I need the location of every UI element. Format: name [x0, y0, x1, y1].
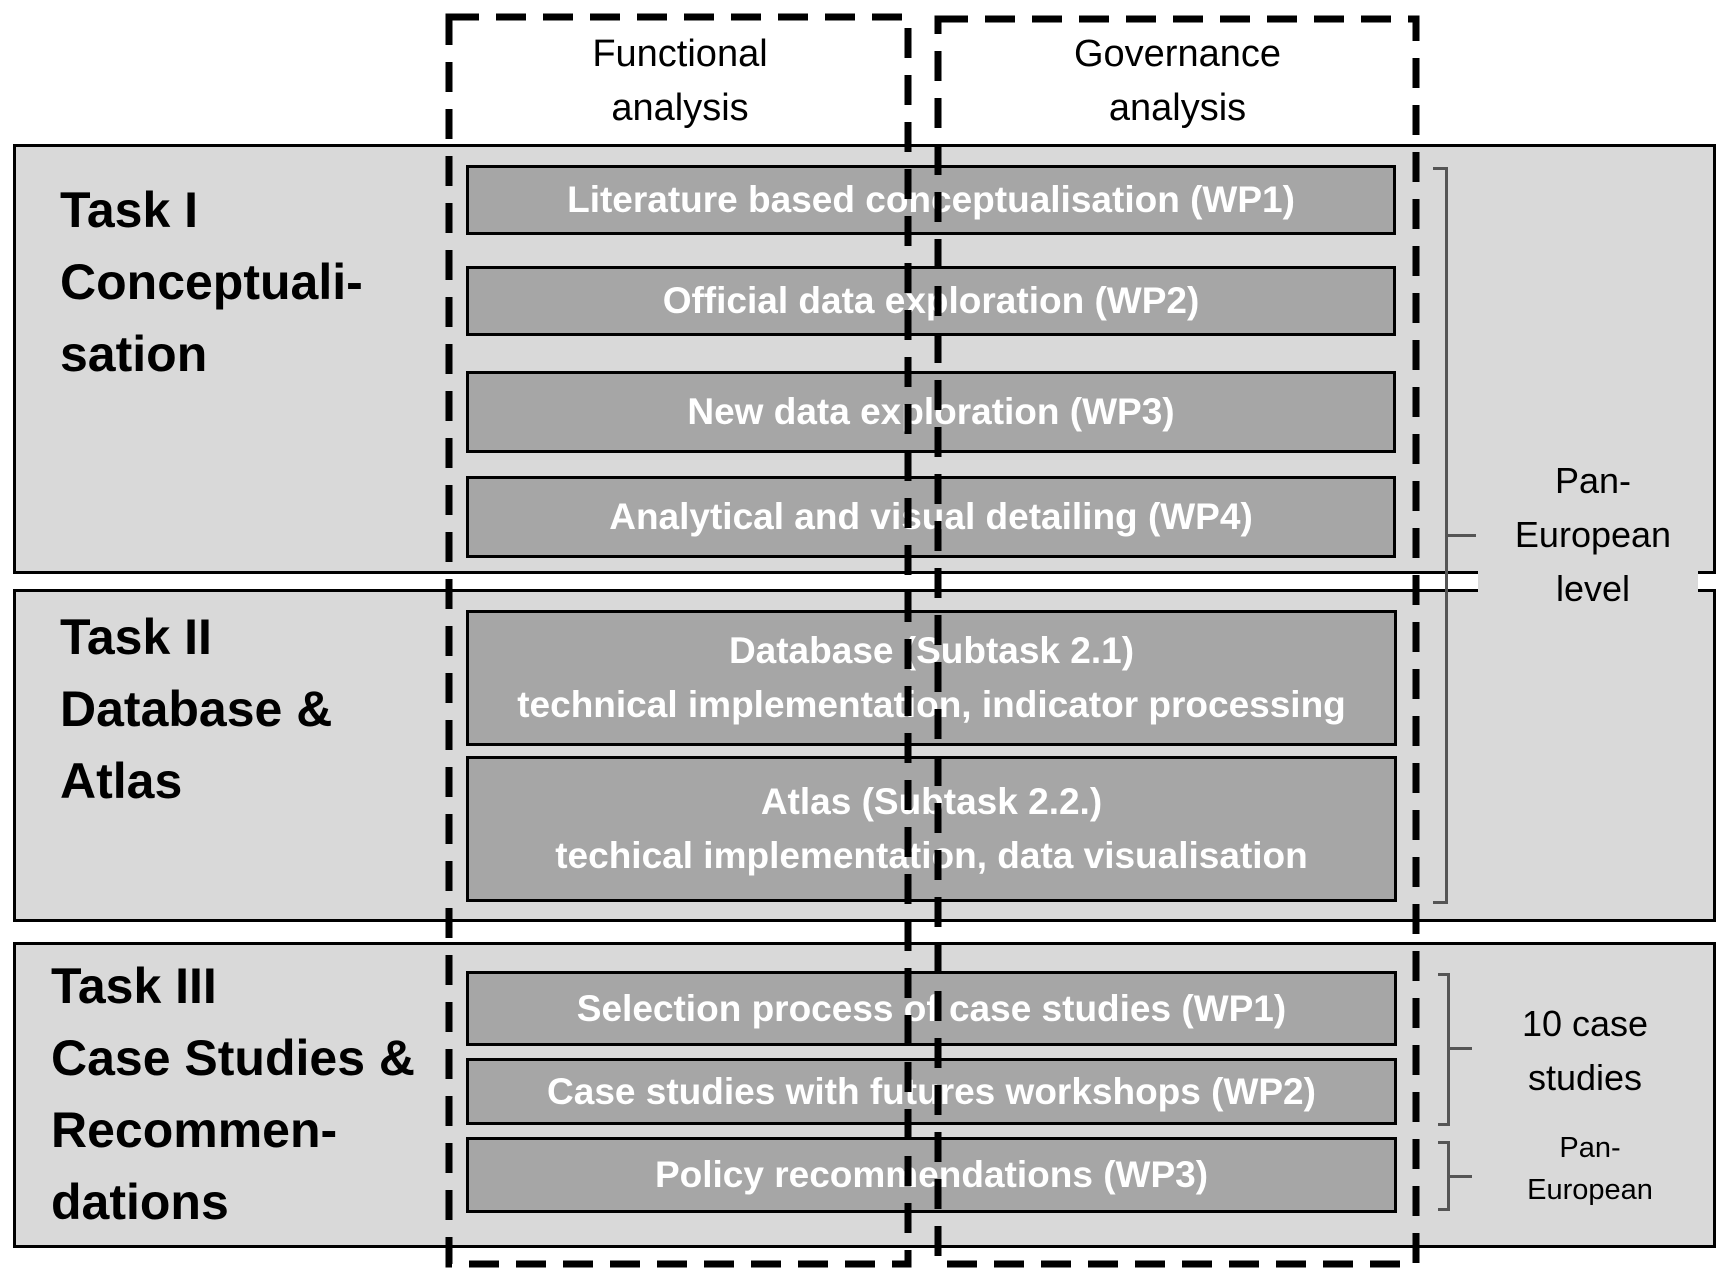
task-3-title: Task III Case Studies & Recommen- dation…: [51, 950, 415, 1238]
case-studies-label-line: studies: [1527, 1057, 1643, 1098]
task-3-title-line: dations: [51, 1174, 229, 1230]
pan-european-bracket-tick: [1450, 1175, 1472, 1178]
pan-european-level-label-line: Pan-: [1554, 460, 1632, 501]
case-studies-bracket-tick: [1450, 1047, 1472, 1050]
wp-box-analytical-visual-detailing: Analytical and visual detailing (WP4): [466, 476, 1396, 558]
wp-box-official-data-exploration: Official data exploration (WP2): [466, 266, 1396, 336]
wp-box-atlas-subtask: Atlas (Subtask 2.2.) techical implementa…: [466, 756, 1397, 902]
task-1-title: Task I Conceptuali- sation: [60, 174, 363, 390]
pan-european-level-label-line: European: [1514, 514, 1672, 555]
pan-european-level-bracket: [1433, 167, 1448, 904]
wp-box-text: technical implementation, indicator proc…: [517, 684, 1346, 725]
functional-analysis-header-line: Functional: [592, 33, 768, 75]
wp-box-literature-conceptualisation: Literature based conceptualisation (WP1): [466, 165, 1396, 235]
task-2-title-line: Task II: [60, 609, 212, 665]
pan-european-level-label-line: level: [1555, 568, 1631, 609]
wp-box-policy-recommendations: Policy recommendations (WP3): [466, 1137, 1397, 1213]
task-2-title-line: Database &: [60, 681, 333, 737]
functional-analysis-header-line: analysis: [611, 87, 749, 129]
pan-european-level-bracket-tick: [1448, 534, 1476, 537]
task-3-title-line: Case Studies &: [51, 1030, 416, 1086]
wp-box-text: Selection process of case studies (WP1): [576, 987, 1287, 1029]
pan-european-label-background: [1478, 520, 1698, 620]
task-2-title: Task II Database & Atlas: [60, 601, 332, 817]
wp-box-text: Policy recommendations (WP3): [654, 1154, 1209, 1195]
wp-box-new-data-exploration: New data exploration (WP3): [466, 371, 1396, 453]
task-1-title-line: Conceptuali-: [60, 254, 363, 310]
governance-analysis-header-line: Governance: [1073, 33, 1281, 75]
task-1-title-line: Task I: [60, 182, 199, 238]
wp-box-text: Database (Subtask 2.1): [728, 630, 1135, 671]
case-studies-label: 10 case studies: [1490, 997, 1680, 1105]
task-3-title-line: Task III: [51, 958, 217, 1014]
pan-european-label: Pan- European: [1500, 1127, 1680, 1211]
wp-box-text: Literature based conceptualisation (WP1): [567, 179, 1295, 220]
pan-european-level-label: Pan- European level: [1488, 454, 1698, 616]
task-2-title-line: Atlas: [60, 753, 183, 809]
governance-analysis-header-line: analysis: [1108, 87, 1247, 129]
functional-analysis-header: Functional analysis: [450, 27, 910, 135]
wp-box-text: New data exploration (WP3): [687, 391, 1175, 432]
pan-european-label-line: European: [1527, 1174, 1653, 1206]
wp-box-text: Atlas (Subtask 2.2.): [760, 781, 1103, 822]
task-3-title-line: Recommen-: [51, 1102, 338, 1158]
pan-european-label-line: Pan-: [1559, 1132, 1621, 1164]
case-studies-label-line: 10 case: [1521, 1003, 1649, 1044]
wp-box-text: techical implementation, data visualisat…: [555, 835, 1308, 876]
wp-box-futures-workshops: Case studies with futures workshops (WP2…: [466, 1058, 1397, 1125]
wp-box-case-study-selection: Selection process of case studies (WP1): [466, 971, 1397, 1046]
wp-box-text: Official data exploration (WP2): [662, 280, 1200, 321]
task-1-title-line: sation: [60, 326, 208, 382]
case-studies-bracket: [1438, 973, 1450, 1126]
wp-box-database-subtask: Database (Subtask 2.1) technical impleme…: [466, 610, 1397, 746]
pan-european-bracket: [1438, 1141, 1450, 1211]
wp-box-text: Case studies with futures workshops (WP2…: [547, 1070, 1316, 1112]
wp-box-text: Analytical and visual detailing (WP4): [609, 496, 1253, 537]
governance-analysis-header: Governance analysis: [940, 27, 1415, 135]
